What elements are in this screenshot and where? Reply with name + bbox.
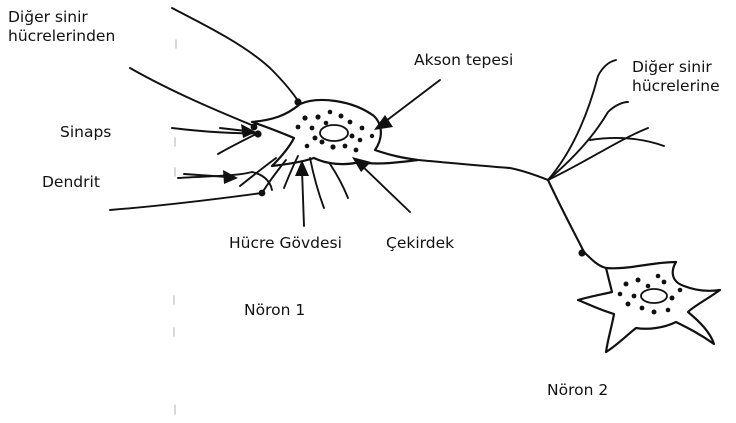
axon [418, 160, 548, 180]
terminal-branch-2 [548, 102, 628, 180]
dendrite-to-soma [218, 133, 258, 154]
dendrite-long-bottom [110, 193, 262, 210]
dendrite-down-2 [330, 164, 348, 198]
neuron-2-cell-body [578, 262, 720, 352]
pointer-lines [184, 80, 440, 226]
label-neuron-2: Nöron 2 [547, 381, 608, 400]
label-from-other-neurons-line2: hücrelerinden [8, 27, 115, 45]
incoming-fiber-upper [130, 68, 254, 126]
label-to-other-neurons-line1: Diğer sinir [632, 58, 712, 76]
label-dendrite: Dendrit [42, 173, 100, 192]
incoming-fiber-top [172, 8, 300, 104]
neuron-1-cell-body [252, 100, 418, 166]
label-nucleus: Çekirdek [386, 234, 454, 253]
label-synapse: Sinaps [60, 123, 111, 142]
synaptic-knobs [251, 98, 586, 256]
neuron-1-granules [296, 110, 375, 153]
dendrite-down-1 [310, 158, 324, 208]
neuron-2-granules [618, 274, 683, 315]
label-axon-hillock: Akson tepesi [414, 51, 513, 70]
axon-to-neuron-2 [548, 180, 606, 268]
label-to-other-neurons-line2: hücrelerine [632, 77, 720, 95]
label-to-other-neurons: Diğer sinir hücrelerine [632, 58, 736, 96]
label-cell-body: Hücre Gövdesi [229, 234, 342, 253]
label-from-other-neurons: Diğer sinir hücrelerinden [8, 8, 158, 46]
terminal-branch-3 [548, 128, 648, 180]
terminal-branch-4 [590, 138, 664, 146]
neuron-2-nucleus [641, 289, 667, 303]
margin-dashes [174, 40, 176, 414]
label-from-other-neurons-line1: Diğer sinir [8, 8, 88, 26]
label-neuron-1: Nöron 1 [244, 301, 305, 320]
neuron-1-nucleus [320, 125, 348, 141]
